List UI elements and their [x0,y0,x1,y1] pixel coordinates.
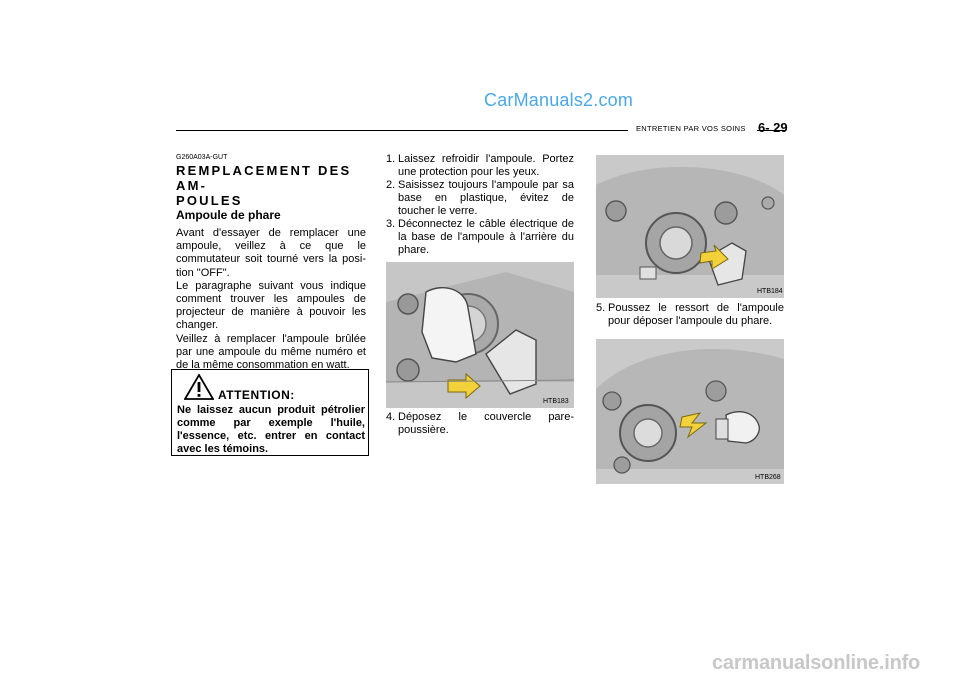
step-number: 1. [386,153,396,165]
attention-message: Ne laissez aucun produit pétrolier comme… [177,404,365,455]
intro-paragraph-1: Avant d'essayer de remplacer une ampoule… [176,227,366,279]
list-item: 1. Laissez refroidir l'ampoule. Portez u… [386,153,574,179]
step-text: Laissez refroidir l'ampoule. Portez une … [398,153,574,178]
warning-triangle-icon [184,374,214,400]
left-column: G260A03A-GUT REMPLACEMENT DES AM- POULES… [176,154,366,372]
watermark-carmanuals2[interactable]: CarManuals2.com [484,90,634,110]
step-text: Poussez le ressort de l'ampoule pour dép… [608,302,784,327]
intro-paragraph-3: Veillez à remplacer l'ampoule brûlée par… [176,332,366,372]
figure-caption: HTB184 [757,288,783,295]
list-item: 2. Saisissez toujours l'ampoule par sa b… [386,179,574,218]
figure-htb183: HTB183 [386,262,574,408]
header-rule-right [757,130,785,131]
section-subtitle: Ampoule de phare [176,208,281,222]
list-item: 3. Déconnectez le câble électrique de la… [386,218,574,257]
attention-box: ATTENTION: Ne laissez aucun produit pétr… [171,369,369,456]
section-title: ENTRETIEN PAR VOS SOINS [636,124,746,133]
figure-htb268: HTB268 [596,339,784,484]
section-title-line1: REMPLACEMENT DES AM- [176,163,352,193]
section-title-line2: POULES [176,193,243,208]
step-number: 3. [386,218,396,230]
steps-list: 1. Laissez refroidir l'ampoule. Portez u… [386,153,574,257]
step-text: Déposez le couvercle pare-poussière. [398,411,574,436]
step-number: 2. [386,179,396,191]
header-rule [176,130,628,131]
headlamp-connector-illustration [596,155,784,298]
headlamp-cover-illustration [386,262,574,408]
watermark-carmanualsonline[interactable]: carmanualsonline.info [712,652,921,674]
list-item: 5. Poussez le ressort de l'ampoule pour … [596,302,784,328]
bulb-removal-illustration [596,339,784,484]
list-item: 4. Déposez le couvercle pare-poussière. [386,411,574,437]
intro-paragraph-2: Le paragraphe suivant vous indique comme… [176,279,366,332]
page-number: 6- 29 [758,120,788,135]
section-code: G260A03A-GUT [176,154,228,161]
figure-caption: HTB183 [543,398,569,405]
step-text: Déconnectez le câble électrique de la ba… [398,218,574,256]
step-text: Saisissez toujours l'ampoule par sa base… [398,179,574,217]
step-number: 5. [596,302,606,314]
attention-heading: ATTENTION: [218,388,295,402]
step-number: 4. [386,411,396,423]
figure-htb184: HTB184 [596,155,784,298]
figure-caption: HTB268 [755,474,781,481]
